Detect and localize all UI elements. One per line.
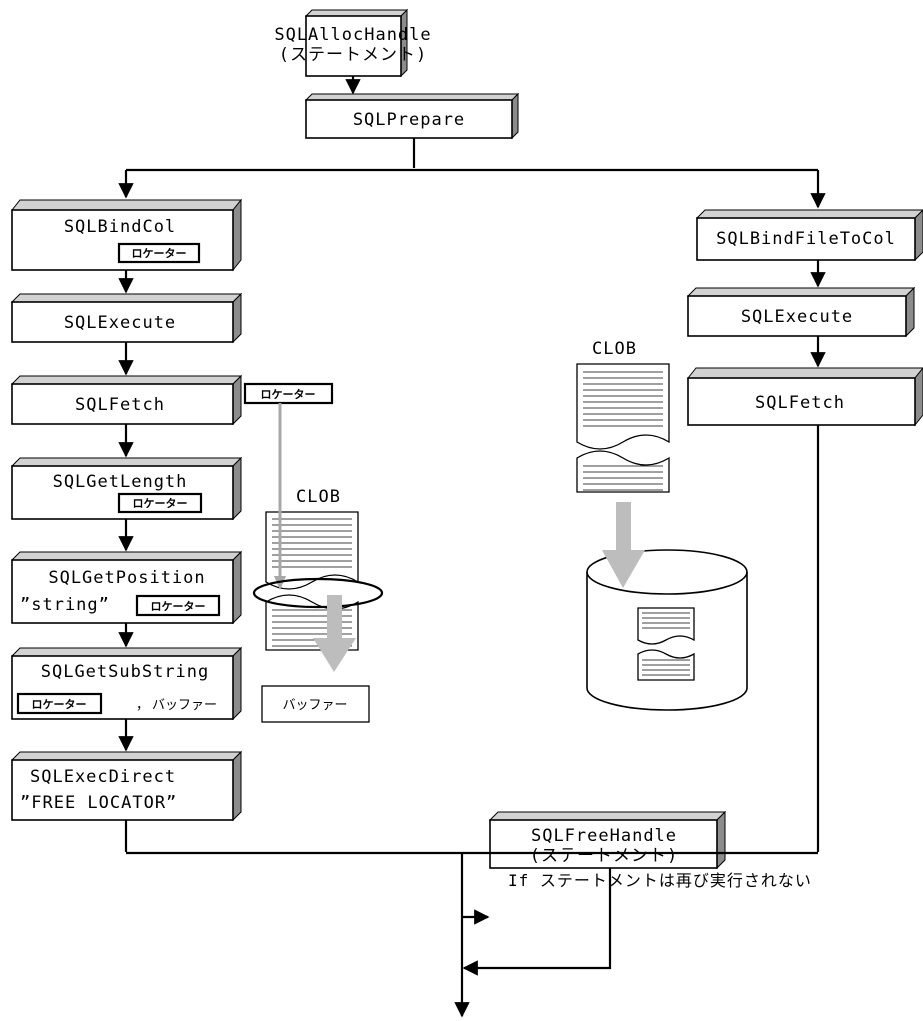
sqlfetch-left-box: SQLFetch — [10, 374, 243, 426]
sqlprepare-label: SQLPrepare — [353, 110, 465, 130]
getposition-string: ”string” — [20, 595, 110, 615]
sqlgetposition-box: SQLGetPosition ”string” ロケーター — [10, 550, 243, 625]
middle-clob-illustration: ロケーター CLOB — [243, 382, 384, 723]
sqlexecdirect-label: SQLExecDirect — [30, 767, 176, 787]
sqlfetch-left-label: SQLFetch — [75, 395, 165, 415]
getlength-locator-tag: ロケーター — [133, 497, 188, 510]
middle-locator-tag: ロケーター — [261, 388, 316, 401]
right-clob-illustration: CLOB — [576, 339, 748, 711]
sqlbindcol-label: SQLBindCol — [64, 217, 176, 237]
sqlgetsubstring-box: SQLGetSubString ロケーター ， バッファー — [10, 646, 243, 721]
sqlfetch-right-box: SQLFetch — [686, 367, 923, 427]
right-page2-lines — [583, 465, 663, 491]
right-page1-lines — [583, 371, 663, 427]
sqlexecute-right-label: SQLExecute — [741, 307, 853, 327]
sqlexecdirect-sub: ”FREE LOCATOR” — [20, 793, 177, 813]
sqlbindfiletocol-box: SQLBindFileToCol — [695, 209, 923, 262]
sqlexecute-right-box: SQLExecute — [686, 286, 916, 338]
sqlbindcol-box: SQLBindCol ロケーター — [10, 198, 243, 272]
sqlfreehandle-sub: (ステートメント) — [530, 846, 678, 866]
middle-clob-label: CLOB — [296, 487, 341, 507]
sqlgetlength-label: SQLGetLength — [53, 472, 188, 492]
sqlfreehandle-box: SQLFreeHandle (ステートメント) — [488, 810, 727, 870]
sqlfetch-right-label: SQLFetch — [755, 393, 845, 413]
condition-label: If ステートメントは再び実行されない — [508, 871, 812, 890]
sqlprepare-box: SQLPrepare — [304, 92, 520, 140]
sqlgetsubstring-label: SQLGetSubString — [41, 662, 210, 682]
sqlfreehandle-label: SQLFreeHandle — [531, 826, 677, 846]
middle-page1-lines — [272, 518, 352, 568]
sqlbindfiletocol-label: SQLBindFileToCol — [716, 229, 896, 249]
database-icon — [586, 549, 748, 711]
sqlallochandle-box: SQLAllocHandle (ステートメント) — [274, 8, 431, 78]
sqlallochandle-label: SQLAllocHandle — [274, 25, 431, 45]
sqlallochandle-sub: (ステートメント) — [279, 45, 427, 65]
right-clob-label: CLOB — [592, 339, 637, 359]
sqlexecute-left-label: SQLExecute — [64, 313, 176, 333]
connectors — [118, 76, 826, 1018]
getposition-locator-tag: ロケーター — [151, 600, 206, 613]
getsubstring-locator-tag: ロケーター — [32, 698, 87, 711]
sqlgetlength-box: SQLGetLength ロケーター — [10, 456, 243, 521]
sqlexecdirect-box: SQLExecDirect ”FREE LOCATOR” — [10, 750, 243, 822]
sqlgetposition-label: SQLGetPosition — [48, 568, 205, 588]
middle-buffer-label: バッファー — [282, 698, 347, 713]
sqlexecute-left-box: SQLExecute — [10, 292, 243, 344]
getsubstring-buffer: バッファー — [152, 698, 217, 713]
getsubstring-sep: ， — [136, 698, 149, 713]
bindcol-locator-tag: ロケーター — [132, 247, 187, 260]
